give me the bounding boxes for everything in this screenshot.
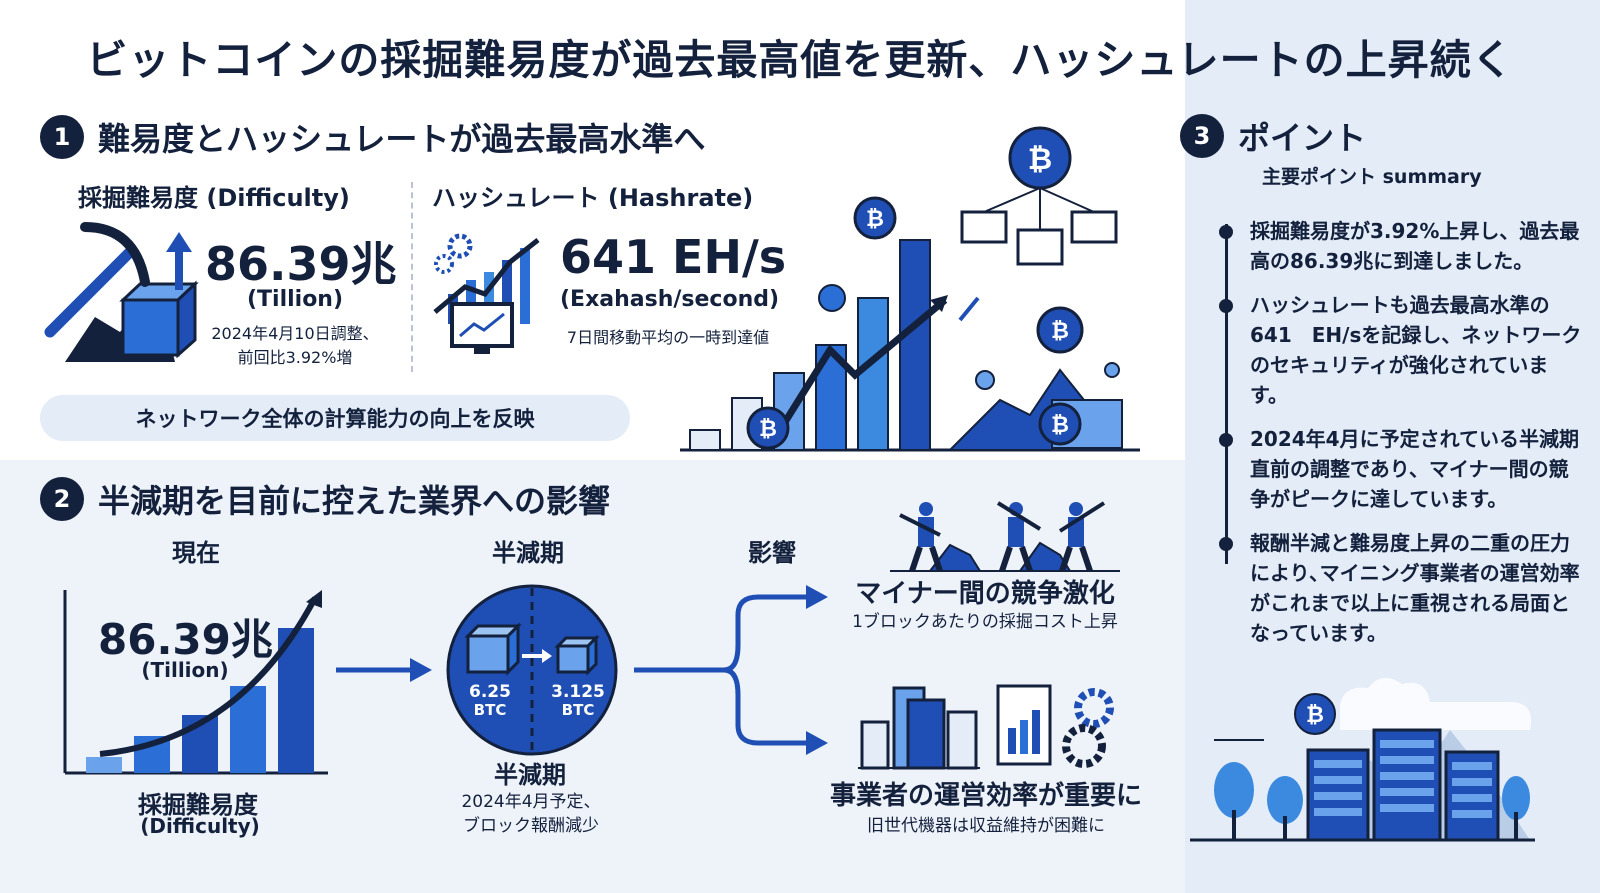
section3-number: 3 bbox=[1180, 114, 1224, 158]
difficulty-note-2: 前回比3.92%増 bbox=[237, 348, 353, 367]
section2-heading: 2 半減期を目前に控えた業界への影響 bbox=[40, 476, 610, 522]
halving-circle bbox=[446, 584, 618, 756]
difficulty-note-1: 2024年4月10日調整、 bbox=[211, 324, 379, 343]
section1-divider bbox=[411, 182, 413, 372]
section2-title: 半減期を目前に控えた業界への影響 bbox=[98, 482, 611, 520]
halving-label: 半減期 bbox=[492, 539, 564, 567]
difficulty-label: 採掘難易度 (Difficulty) bbox=[78, 184, 350, 212]
points-list: 採掘難易度が3.92%上昇し、過去最高の86.39兆に到達しました。 ハッシュレ… bbox=[1219, 216, 1582, 662]
halving-caption: 半減期 bbox=[494, 761, 566, 789]
bullet-dot bbox=[1219, 537, 1233, 551]
chart-growth-icon bbox=[433, 233, 540, 354]
reward-before: 6.25 bbox=[469, 682, 511, 702]
current-label: 現在 bbox=[172, 539, 220, 567]
svg-text:₿: ₿ bbox=[1051, 319, 1069, 344]
impact-label: 影響 bbox=[748, 539, 796, 567]
impact1-title: マイナー間の競争激化 bbox=[855, 579, 1115, 609]
network-note-pill: ネットワーク全体の計算能力の向上を反映 bbox=[40, 395, 630, 441]
chart-value: 86.39兆 bbox=[98, 615, 273, 664]
bullet-dot bbox=[1219, 225, 1233, 239]
point-text: 2024年4月に予定されている半減期直前の調整であり、マイナー間の競争がピークに… bbox=[1250, 427, 1579, 511]
difficulty-unit: (Tillion) bbox=[246, 287, 344, 312]
bitcoin-growth-illustration: ₿ ₿ ₿ ₿ ₿ bbox=[680, 126, 1140, 452]
section2-number: 2 bbox=[40, 477, 84, 521]
data-center-illustration: ₿ bbox=[1190, 677, 1535, 842]
svg-text:₿: ₿ bbox=[1028, 142, 1052, 177]
halving-note-1: 2024年4月予定、 bbox=[461, 792, 601, 812]
reward-before-unit: BTC bbox=[473, 701, 507, 719]
hashrate-label: ハッシュレート (Hashrate) bbox=[432, 184, 754, 212]
point-text: 報酬半減と難易度上昇の二重の圧力により､マイニング事業者の運営効率がこれまで以上… bbox=[1250, 531, 1580, 645]
list-item: 採掘難易度が3.92%上昇し、過去最高の86.39兆に到達しました。 bbox=[1219, 216, 1582, 276]
bullet-timeline bbox=[1225, 224, 1228, 564]
section1-heading: 1 難易度とハッシュレートが過去最高水準へ bbox=[40, 114, 705, 160]
page-title: ビットコインの採掘難易度が過去最高値を更新、ハッシュレートの上昇続く bbox=[86, 36, 1514, 84]
list-item: 2024年4月に予定されている半減期直前の調整であり、マイナー間の競争がピークに… bbox=[1219, 424, 1582, 514]
section3-heading: 3 ポイント bbox=[1180, 113, 1366, 159]
difficulty-growth-chart bbox=[63, 590, 328, 775]
miners-icon bbox=[890, 501, 1120, 572]
hashrate-note: 7日間移動平均の一時到達値 bbox=[566, 328, 770, 347]
svg-text:₿: ₿ bbox=[1306, 703, 1324, 728]
hashrate-value: 641 EH/s bbox=[560, 230, 787, 284]
svg-text:₿: ₿ bbox=[1051, 413, 1069, 438]
impact2-note: 旧世代機器は収益維持が困難に bbox=[867, 816, 1105, 836]
svg-text:₿: ₿ bbox=[866, 207, 884, 232]
impact1-note: 1ブロックあたりの採掘コスト上昇 bbox=[852, 612, 1118, 632]
impact2-title: 事業者の運営効率が重要に bbox=[829, 781, 1142, 811]
list-item: 報酬半減と難易度上昇の二重の圧力により､マイニング事業者の運営効率がこれまで以上… bbox=[1219, 528, 1582, 648]
bullet-dot bbox=[1219, 299, 1233, 313]
section1-number: 1 bbox=[40, 115, 84, 159]
chart-unit: (Tillion) bbox=[141, 658, 229, 682]
svg-text:₿: ₿ bbox=[759, 417, 777, 442]
bullet-dot bbox=[1219, 433, 1233, 447]
chart-caption-2: (Difficulty) bbox=[140, 814, 260, 838]
chart-caption-1: 採掘難易度 bbox=[138, 791, 258, 819]
reward-after-unit: BTC bbox=[561, 701, 595, 719]
section1-title: 難易度とハッシュレートが過去最高水準へ bbox=[98, 120, 706, 158]
pickaxe-icon bbox=[44, 222, 199, 362]
up-arrow-icon bbox=[166, 232, 192, 290]
section3-subheading: 主要ポイント summary bbox=[1262, 166, 1482, 188]
halving-note-2: ブロック報酬減少 bbox=[463, 816, 599, 836]
reward-after: 3.125 bbox=[551, 682, 605, 702]
servers-efficiency-icon bbox=[858, 684, 1114, 770]
list-item: ハッシュレートも過去最高水準の641 EH/sを記録し、ネットワークのセキュリテ… bbox=[1219, 290, 1582, 410]
fork-arrow-icon bbox=[634, 585, 828, 755]
difficulty-value: 86.39兆 bbox=[205, 237, 397, 291]
point-text: 採掘難易度が3.92%上昇し、過去最高の86.39兆に到達しました。 bbox=[1250, 219, 1580, 273]
section3-title: ポイント bbox=[1238, 119, 1367, 157]
point-text: ハッシュレートも過去最高水準の641 EH/sを記録し、ネットワークのセキュリテ… bbox=[1250, 293, 1582, 407]
arrow-right-icon bbox=[336, 658, 432, 682]
hashrate-unit: (Exahash/second) bbox=[560, 287, 780, 312]
